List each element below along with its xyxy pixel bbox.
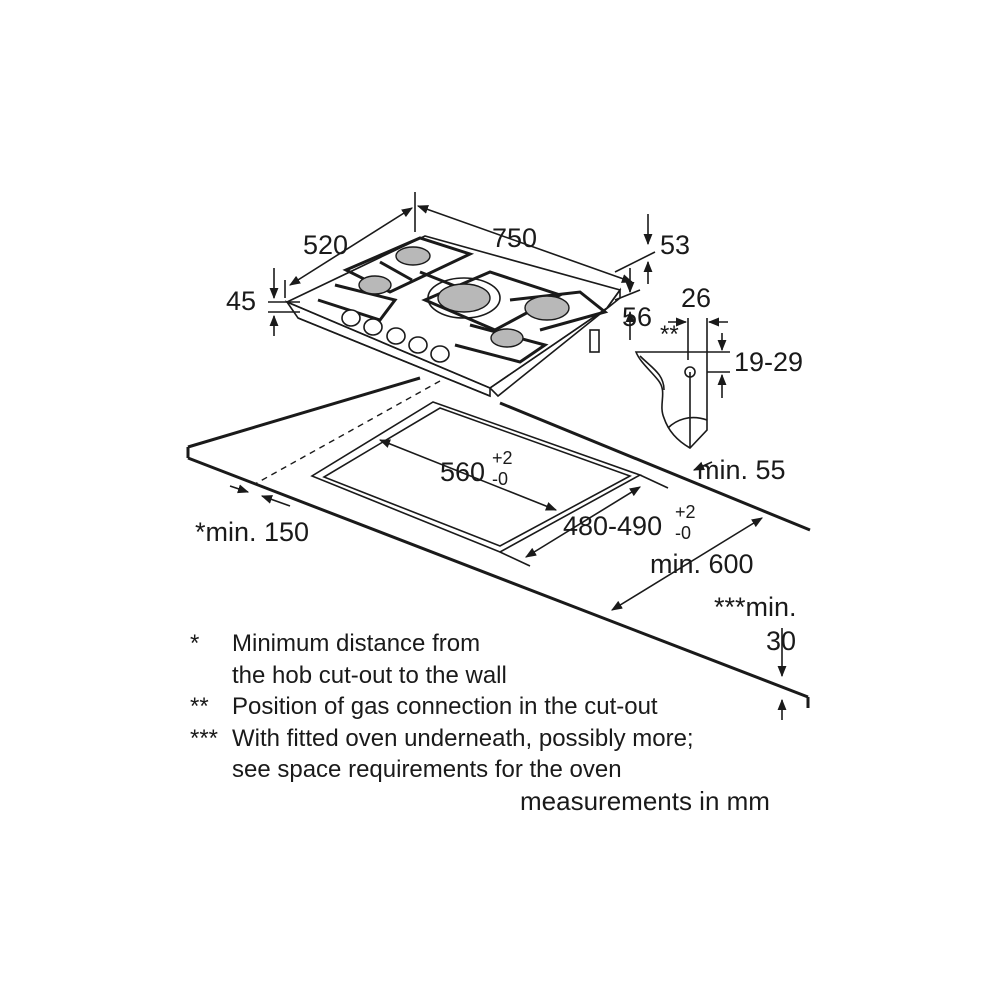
note-2-mark: ** — [190, 693, 209, 720]
cutout-inner — [322, 407, 632, 547]
min-150-label: *min. 150 — [195, 517, 309, 547]
width-label: 750 — [492, 223, 537, 253]
burner-rear-left — [395, 246, 431, 266]
burner-rear-right — [524, 295, 570, 321]
note-1-line-1: Minimum distance from — [232, 630, 480, 657]
burner-front-right — [490, 328, 524, 348]
note-1-mark: * — [190, 630, 199, 657]
hob-right-edge — [488, 287, 621, 398]
burner-front-left — [358, 275, 392, 295]
right-56-label: 56 — [622, 302, 652, 332]
knob-3 — [386, 327, 406, 345]
height-label: 45 — [226, 286, 256, 316]
hob-base-line — [297, 317, 491, 397]
control-knobs — [341, 309, 450, 363]
note-1-line-2: the hob cut-out to the wall — [232, 662, 507, 689]
cut-480-tol-minus: -0 — [675, 523, 691, 543]
cut-560-tol-plus: +2 — [492, 448, 513, 468]
gas-connection-detail — [634, 317, 730, 450]
cut-480-tol-plus: +2 — [675, 502, 696, 522]
knob-1 — [341, 309, 361, 327]
depth-label: 520 — [303, 230, 348, 260]
note-2-line-1: Position of gas connection in the cut-ou… — [232, 693, 658, 720]
right-53-label: 53 — [660, 230, 690, 260]
cut-560-tol-minus: -0 — [492, 469, 508, 489]
gas-connector — [589, 329, 600, 353]
min-600-label: min. 600 — [650, 549, 754, 579]
cut-480-label: 480-490 — [563, 511, 662, 541]
note-3-line-1: With fitted oven underneath, possibly mo… — [232, 725, 694, 752]
width-dim-line — [416, 205, 634, 283]
cutout-dimensions — [229, 439, 787, 720]
footnotes: * Minimum distance from the hob cut-out … — [190, 630, 694, 783]
knob-4 — [408, 336, 428, 354]
min-30-label-line1: ***min. — [714, 592, 797, 622]
units-note: measurements in mm — [520, 786, 770, 816]
wall-projection — [254, 380, 441, 485]
conn-26-label: 26 — [681, 283, 711, 313]
min-55-label: min. 55 — [697, 455, 786, 485]
min-30-label-line2: 30 — [766, 626, 796, 656]
note-3-mark: *** — [190, 725, 218, 752]
worktop — [186, 376, 811, 708]
burner-wok — [437, 283, 491, 313]
hob-dimensions — [268, 192, 656, 340]
cut-560-label: 560 — [440, 457, 485, 487]
note-3-line-2: see space requirements for the oven — [232, 756, 622, 783]
depth-dim-line — [289, 207, 413, 286]
knob-5 — [430, 345, 450, 363]
conn-1929-label: 19-29 — [734, 347, 803, 377]
knob-2 — [363, 318, 383, 336]
conn-stars-label: ** — [660, 321, 679, 348]
